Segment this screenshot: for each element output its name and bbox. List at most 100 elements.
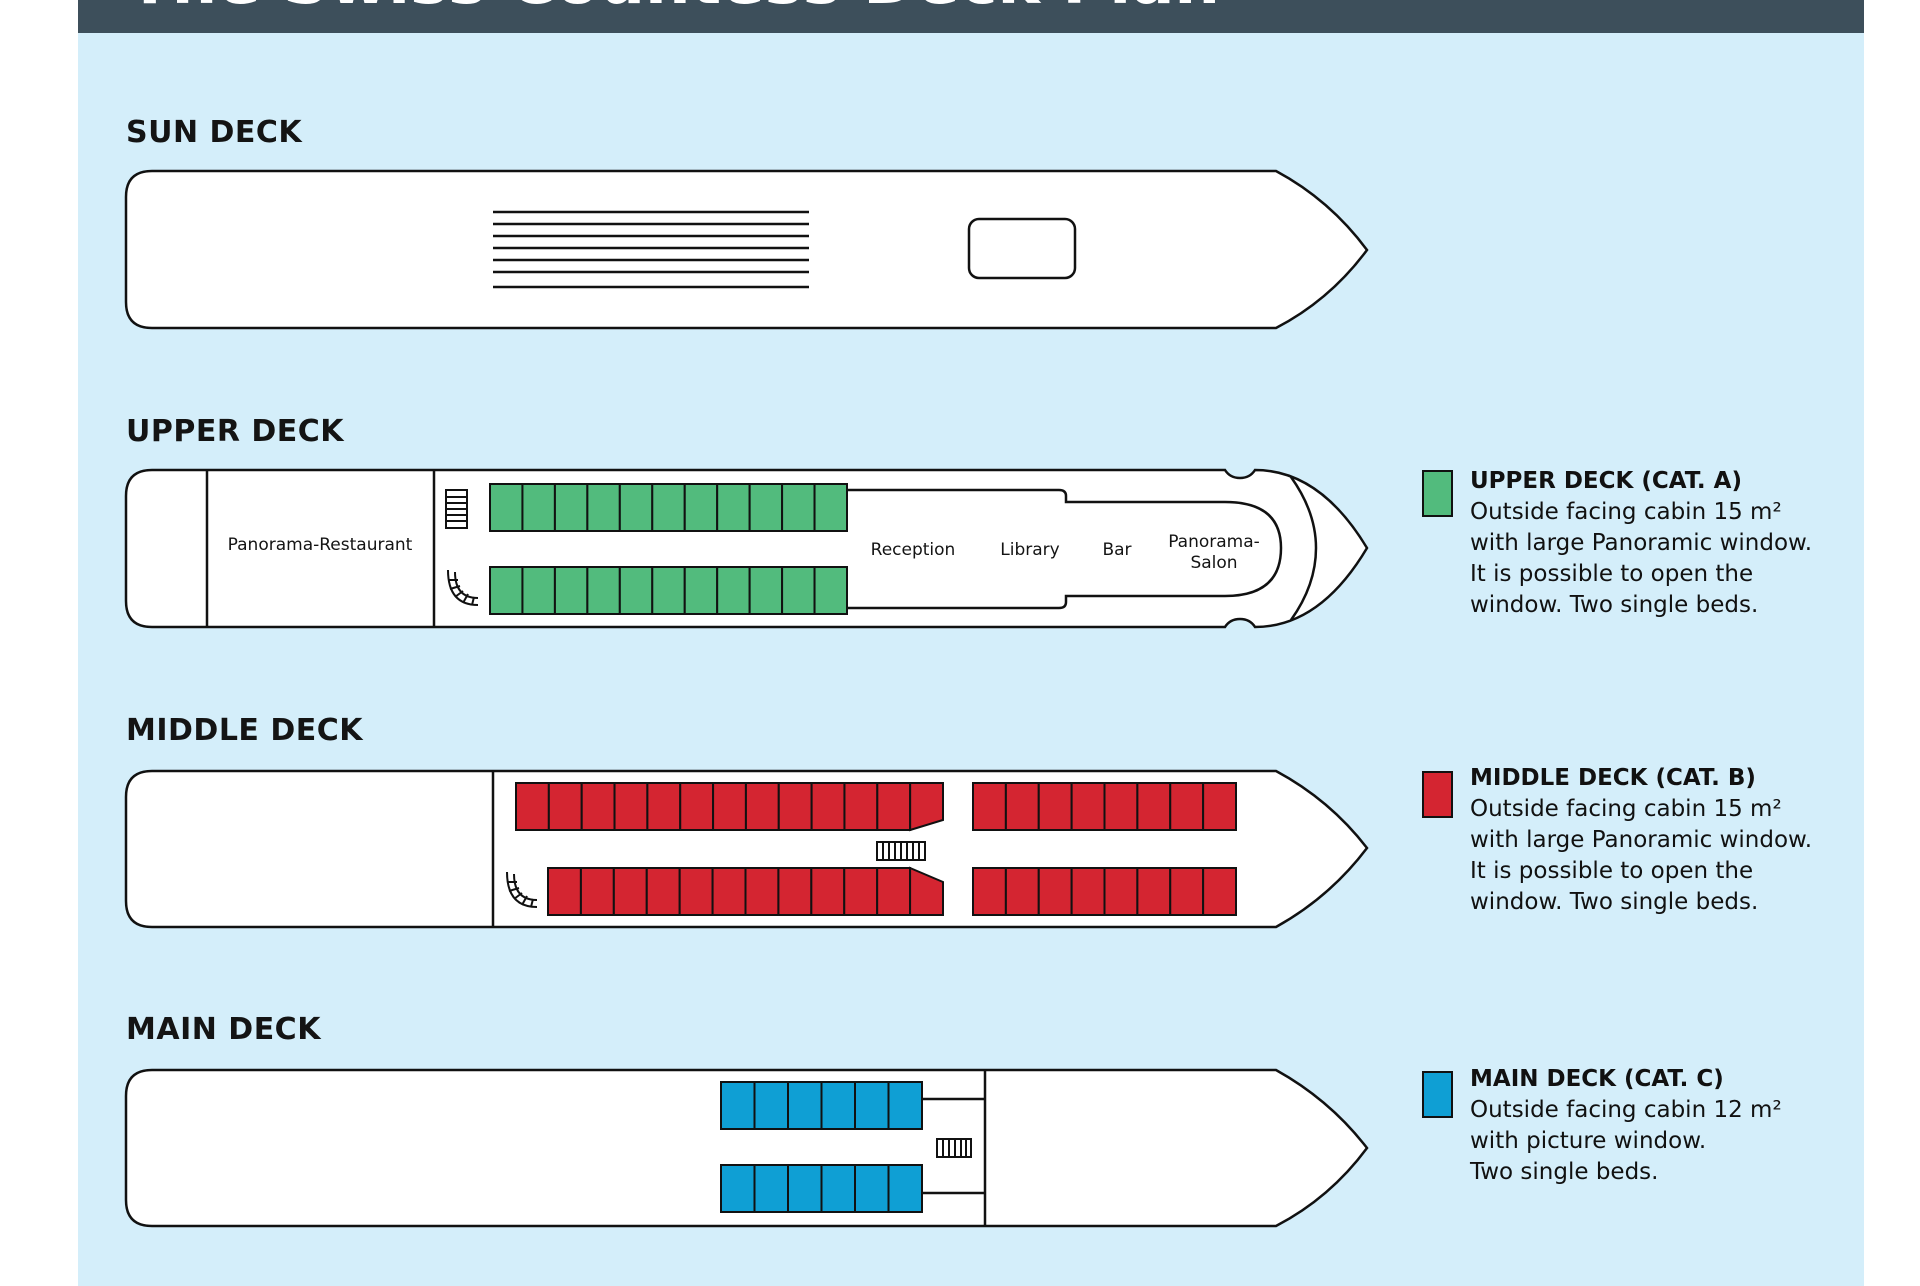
cabin bbox=[1136, 782, 1172, 831]
cabin bbox=[810, 867, 846, 916]
cabin bbox=[521, 566, 556, 615]
legend-line: Outside facing cabin 15 m² bbox=[1470, 499, 1782, 525]
cabin bbox=[820, 1081, 856, 1130]
cabin bbox=[1169, 867, 1205, 916]
upper-deck-hull bbox=[124, 468, 1369, 629]
cabin bbox=[781, 483, 816, 532]
cabin bbox=[618, 483, 654, 532]
cabin bbox=[787, 1164, 823, 1213]
cabin bbox=[753, 1164, 789, 1213]
upper-deck-cabins bbox=[489, 483, 849, 615]
main-deck-stairs-straight bbox=[936, 1138, 972, 1158]
upper-deck-bow-curve bbox=[1289, 476, 1318, 621]
cabin bbox=[618, 566, 654, 615]
cabin bbox=[1004, 782, 1040, 831]
cabin bbox=[876, 867, 912, 916]
cabin bbox=[781, 566, 816, 615]
sun-deck-hull bbox=[124, 169, 1369, 330]
legend-heading: MAIN DECK (CAT. C) bbox=[1470, 1066, 1724, 1092]
cabin bbox=[716, 483, 751, 532]
cabin bbox=[716, 566, 751, 615]
legend-main-deck: MAIN DECK (CAT. C) Outside facing cabin … bbox=[1470, 1064, 1782, 1188]
cabin bbox=[972, 782, 1007, 831]
cabin bbox=[820, 1164, 856, 1213]
cabin bbox=[711, 867, 747, 916]
legend-line: Outside facing cabin 15 m² bbox=[1470, 796, 1782, 822]
cabin bbox=[651, 483, 686, 532]
cabin bbox=[854, 1164, 890, 1213]
legend-heading: UPPER DECK (CAT. A) bbox=[1470, 468, 1742, 494]
legend-line: window. Two single beds. bbox=[1470, 592, 1759, 618]
cabin bbox=[787, 1081, 823, 1130]
legend-swatch-main bbox=[1422, 1071, 1453, 1118]
cabin bbox=[1103, 782, 1139, 831]
page-title: The Swiss Countess Deck Plan bbox=[128, 0, 1220, 14]
main-deck-plan bbox=[124, 1068, 1369, 1228]
upper-deck-plan: Panorama-Restaurant Reception Library Ba… bbox=[124, 468, 1369, 629]
cabin bbox=[547, 867, 582, 916]
upper-deck-title: UPPER DECK bbox=[126, 414, 345, 449]
cabin bbox=[887, 1164, 923, 1213]
cabin bbox=[489, 566, 524, 615]
legend-line: It is possible to open the bbox=[1470, 561, 1754, 587]
room-label-panorama-salon-line2: Salon bbox=[1190, 553, 1237, 573]
cabin bbox=[777, 782, 813, 831]
cabin bbox=[843, 867, 879, 916]
sun-deck-loungers bbox=[493, 210, 809, 289]
cabin bbox=[1169, 782, 1205, 831]
middle-deck-stairs-straight bbox=[876, 841, 926, 861]
cabin bbox=[679, 782, 715, 831]
cabin bbox=[683, 483, 719, 532]
cabin bbox=[1070, 867, 1106, 916]
cabin bbox=[753, 1081, 789, 1130]
cabin bbox=[683, 566, 719, 615]
cabin bbox=[748, 483, 784, 532]
middle-deck-cabins bbox=[515, 782, 1237, 916]
cabin bbox=[646, 782, 682, 831]
header-bar: The Swiss Countess Deck Plan bbox=[78, 0, 1864, 33]
cabin bbox=[810, 782, 846, 831]
sun-deck-canopy bbox=[967, 217, 1077, 280]
cabin bbox=[813, 483, 849, 532]
cabin bbox=[1070, 782, 1106, 831]
cabin bbox=[777, 867, 813, 916]
cabin bbox=[720, 1164, 756, 1213]
middle-deck-stairs-spiral bbox=[506, 871, 538, 908]
cabin bbox=[521, 483, 556, 532]
cabin bbox=[748, 566, 784, 615]
legend-swatch-upper bbox=[1422, 470, 1453, 517]
legend-line: It is possible to open the bbox=[1470, 858, 1754, 884]
sun-deck-plan bbox=[124, 169, 1369, 330]
cabin bbox=[553, 483, 589, 532]
cabin bbox=[586, 483, 621, 532]
legend-upper-deck: UPPER DECK (CAT. A) Outside facing cabin… bbox=[1470, 466, 1812, 621]
cabin bbox=[1037, 867, 1073, 916]
legend-line: with large Panoramic window. bbox=[1470, 827, 1813, 853]
cabin bbox=[651, 566, 686, 615]
main-deck-hull bbox=[124, 1068, 1369, 1228]
room-label-bar: Bar bbox=[1102, 540, 1131, 560]
cabin bbox=[547, 782, 583, 831]
cabin bbox=[972, 867, 1007, 916]
legend-line: with large Panoramic window. bbox=[1470, 530, 1813, 556]
middle-deck-plan bbox=[124, 769, 1369, 929]
cabin bbox=[854, 1081, 890, 1130]
cabin bbox=[1202, 867, 1237, 916]
cabin bbox=[553, 566, 589, 615]
cabin bbox=[1037, 782, 1073, 831]
legend-swatch-middle bbox=[1422, 771, 1453, 818]
cabin bbox=[744, 782, 780, 831]
upper-deck-lounge-outline bbox=[848, 488, 1283, 610]
cabin bbox=[876, 782, 912, 831]
room-label-library: Library bbox=[1000, 540, 1059, 560]
legend-heading: MIDDLE DECK (CAT. B) bbox=[1470, 765, 1756, 791]
cabin bbox=[887, 1081, 923, 1130]
cabin bbox=[720, 1081, 756, 1130]
legend-line: with picture window. bbox=[1470, 1128, 1707, 1154]
cabin bbox=[813, 566, 849, 615]
cabin bbox=[515, 782, 550, 831]
cabin bbox=[909, 866, 944, 916]
cabin bbox=[1103, 867, 1139, 916]
room-label-panorama-restaurant: Panorama-Restaurant bbox=[228, 535, 413, 555]
legend-line: Two single beds. bbox=[1470, 1159, 1659, 1185]
